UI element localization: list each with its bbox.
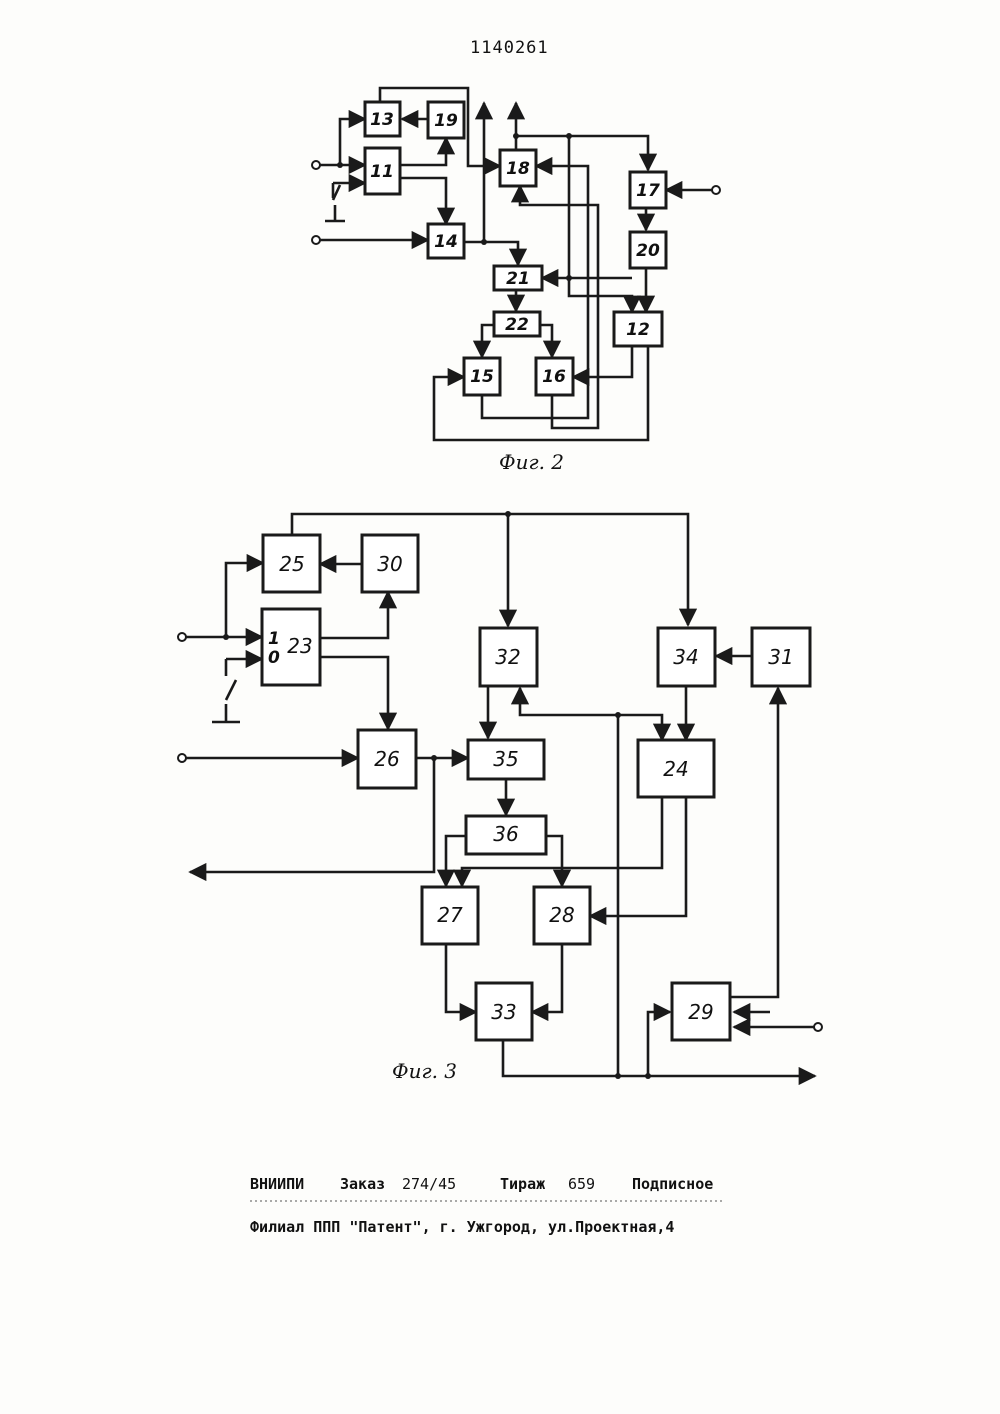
- block-15-label: 15: [470, 367, 494, 387]
- block-27-label: 27: [437, 903, 463, 927]
- block-32-label: 32: [495, 645, 520, 669]
- footer-branch-address: Филиал ППП "Патент", г. Ужгород, ул.Прое…: [250, 1218, 674, 1236]
- block-28-label: 28: [549, 903, 574, 927]
- fig3-input-terminal-b: [178, 754, 186, 762]
- fig2-input-terminal-c: [712, 186, 720, 194]
- fig2-input-terminal-a: [312, 161, 320, 169]
- block-11-label: 11: [370, 162, 394, 182]
- figure-2-caption: Фиг. 2: [499, 450, 564, 474]
- footer-order-label: Заказ: [340, 1175, 385, 1193]
- figure-2: 13 19 11 14 18 17 20 21 22 12 15 16 Фиг.…: [312, 88, 720, 474]
- block-18-label: 18: [506, 159, 530, 179]
- block-25-label: 25: [279, 552, 304, 576]
- fig2-input-terminal-b: [312, 236, 320, 244]
- block-19-label: 19: [434, 111, 458, 131]
- footer-subscription: Подписное: [632, 1175, 713, 1193]
- block-23-input-0: 0: [268, 648, 280, 668]
- block-17-label: 17: [636, 181, 660, 201]
- block-29-label: 29: [688, 1000, 713, 1024]
- footer-print-value: 659: [568, 1175, 595, 1193]
- imprint-footer: ВНИИПИ Заказ 274/45 Тираж 659 Подписное …: [250, 1175, 722, 1236]
- fig3-input-terminal-a: [178, 633, 186, 641]
- block-14-label: 14: [434, 232, 458, 252]
- block-24-label: 24: [663, 757, 688, 781]
- block-12-label: 12: [626, 320, 650, 340]
- footer-order-value: 274/45: [402, 1175, 456, 1193]
- block-36-label: 36: [493, 822, 518, 846]
- block-21-label: 21: [506, 269, 530, 289]
- fig3-input-terminal-c: [814, 1023, 822, 1031]
- block-31-label: 31: [768, 645, 793, 669]
- block-35-label: 35: [493, 747, 518, 771]
- block-13-label: 13: [370, 110, 394, 130]
- footer-org: ВНИИПИ: [250, 1175, 304, 1193]
- block-26-label: 26: [374, 747, 399, 771]
- figure-3: 25 30 23 1 0 32 34 31 26 35 24 36 27 28 …: [178, 511, 822, 1083]
- figure-3-caption: Фиг. 3: [392, 1059, 457, 1083]
- block-23-input-1: 1: [268, 629, 280, 649]
- block-16-label: 16: [542, 367, 566, 387]
- block-30-label: 30: [377, 552, 402, 576]
- block-33-label: 33: [491, 1000, 516, 1024]
- block-20-label: 20: [636, 241, 660, 261]
- patent-number: 1140261: [470, 38, 549, 58]
- block-23-label: 23: [287, 634, 312, 658]
- footer-print-label: Тираж: [500, 1175, 545, 1193]
- block-22-label: 22: [505, 315, 529, 335]
- block-34-label: 34: [673, 645, 698, 669]
